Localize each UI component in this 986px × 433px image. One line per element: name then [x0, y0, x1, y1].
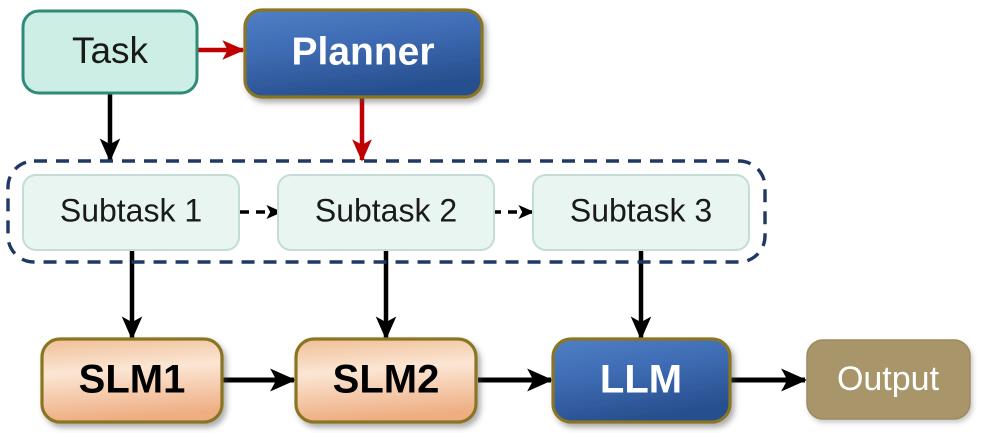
subtask2-box[interactable]: [277, 174, 495, 251]
subtask-group-container: [6, 159, 767, 264]
node-output[interactable]: [806, 339, 971, 420]
subtask3-box[interactable]: [532, 174, 750, 251]
node-subtask2[interactable]: Subtask 2: [277, 174, 495, 251]
node-llm[interactable]: [551, 337, 732, 424]
slm1-box[interactable]: [40, 337, 224, 424]
llm-label: LLM: [600, 358, 682, 402]
slm1-label: SLM1: [79, 358, 186, 402]
output-box[interactable]: [806, 339, 971, 420]
node-slm2[interactable]: [294, 337, 478, 424]
subtask2-label: Subtask 2: [315, 192, 457, 228]
planner-box[interactable]: [243, 8, 484, 99]
slm2-label: SLM2: [333, 358, 440, 402]
subtask3-label: Subtask 3: [570, 192, 712, 228]
output-label: Output: [837, 360, 940, 398]
subtask1-label: Subtask 1: [60, 192, 202, 228]
node-subtask1[interactable]: Subtask 1: [22, 174, 240, 251]
planner-label: Planner: [291, 30, 434, 73]
node-task[interactable]: Task: [21, 9, 199, 95]
task-label: Task: [72, 30, 149, 71]
node-subtask3[interactable]: Subtask 3: [532, 174, 750, 251]
subtask1-box[interactable]: [22, 174, 240, 251]
task-box[interactable]: [21, 9, 199, 95]
node-slm1[interactable]: [40, 337, 224, 424]
node-planner[interactable]: [243, 8, 484, 99]
llm-box[interactable]: [551, 337, 732, 424]
edge-layer: [99, 40, 808, 392]
slm2-box[interactable]: [294, 337, 478, 424]
